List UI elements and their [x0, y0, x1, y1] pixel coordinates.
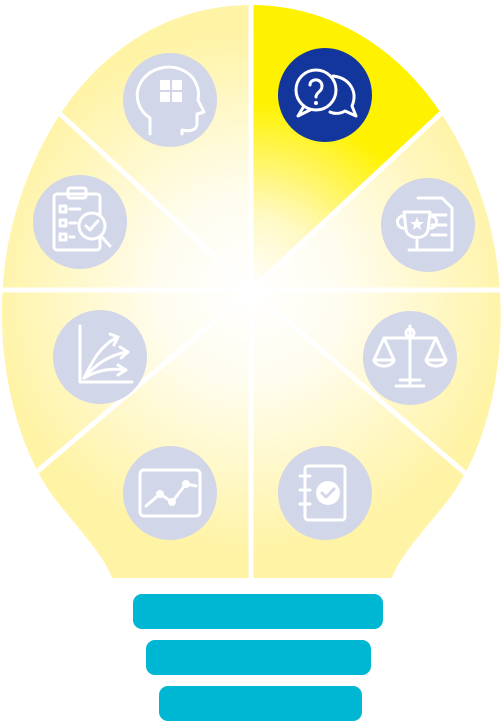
clipboard-magnifier-icon: [33, 175, 127, 269]
bulb-base-bar-1: [133, 594, 383, 629]
bulb-base-bar-2: [146, 640, 371, 675]
bulb-base-bar-3: [159, 686, 362, 721]
bulb-base: [133, 594, 383, 721]
branching-arrows-chart-icon: [53, 310, 147, 404]
trophy-document-icon: [381, 178, 475, 272]
question-chat-icon: [278, 48, 372, 142]
balance-scale-icon: [363, 311, 457, 405]
line-chart-icon: [123, 446, 217, 540]
head-puzzle-icon: [123, 53, 217, 147]
checked-notebook-icon: [278, 446, 372, 540]
